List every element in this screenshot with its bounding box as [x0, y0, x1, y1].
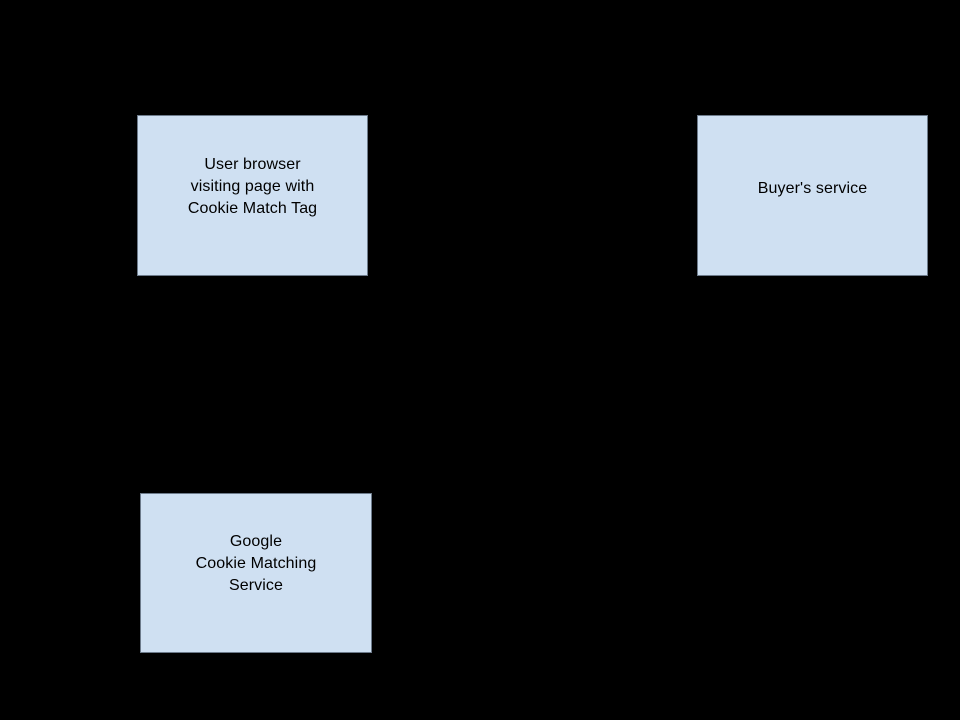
- node-user-browser-label: User browser visiting page with Cookie M…: [187, 155, 318, 217]
- node-google-cookie-matching-service[interactable]: Google Cookie Matching Service: [140, 493, 372, 653]
- node-buyers-service-label: Buyer's service: [757, 179, 868, 197]
- node-user-browser[interactable]: User browser visiting page with Cookie M…: [137, 115, 368, 276]
- node-google-cookie-matching-service-label: Google Cookie Matching Service: [195, 533, 317, 594]
- node-buyers-service[interactable]: Buyer's service: [697, 115, 928, 276]
